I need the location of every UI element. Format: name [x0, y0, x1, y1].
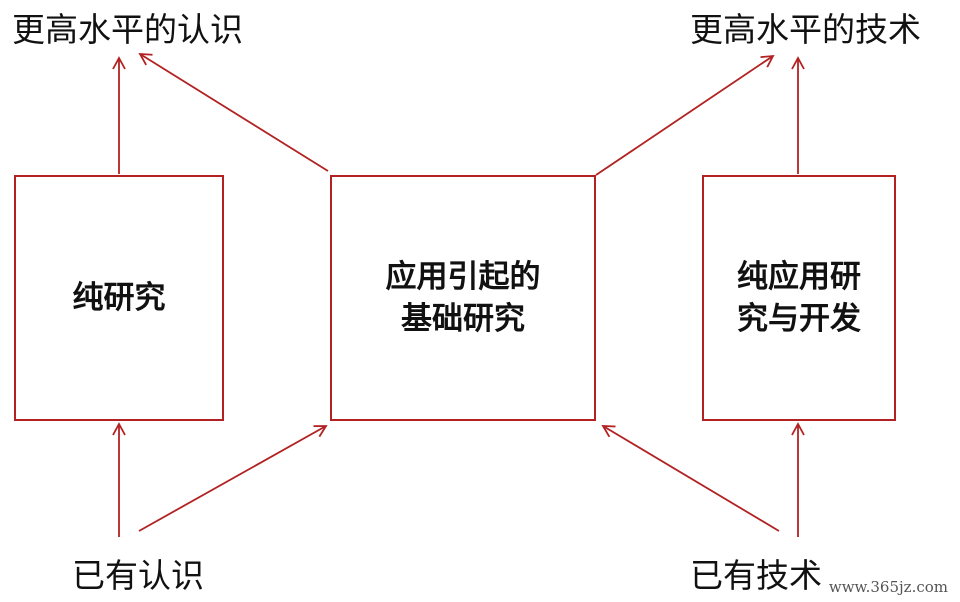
box-use-inspired-line-1: 应用引起的 [385, 259, 541, 295]
box-pure-research-line-1: 纯研究 [72, 280, 166, 316]
box-pure-applied-research: 纯应用研 究与开发 [702, 175, 896, 421]
label-higher-knowledge: 更高水平的认识 [12, 10, 243, 49]
arrow-use-inspired-to-higher-technology [595, 54, 775, 176]
box-use-inspired-research: 应用引起的 基础研究 [330, 175, 596, 421]
box-pure-research-text: 纯研究 [73, 277, 166, 319]
arrow-use-inspired-to-higher-knowledge [138, 53, 329, 172]
box-use-inspired-research-text: 应用引起的 基础研究 [386, 256, 541, 340]
arrow-existing-technology-to-use-inspired [601, 425, 780, 532]
box-use-inspired-line-2: 基础研究 [401, 301, 525, 337]
label-higher-technology: 更高水平的技术 [690, 10, 921, 49]
watermark-text: www.365jz.com [828, 578, 948, 596]
label-existing-technology: 已有技术 [690, 556, 822, 595]
label-existing-knowledge: 已有认识 [72, 556, 204, 595]
box-pure-applied-research-text: 纯应用研 究与开发 [737, 256, 861, 340]
box-pure-applied-line-1: 纯应用研 [737, 259, 861, 295]
arrow-existing-knowledge-to-use-inspired [138, 425, 328, 532]
box-pure-research: 纯研究 [14, 175, 224, 421]
box-pure-applied-line-2: 究与开发 [737, 301, 861, 337]
